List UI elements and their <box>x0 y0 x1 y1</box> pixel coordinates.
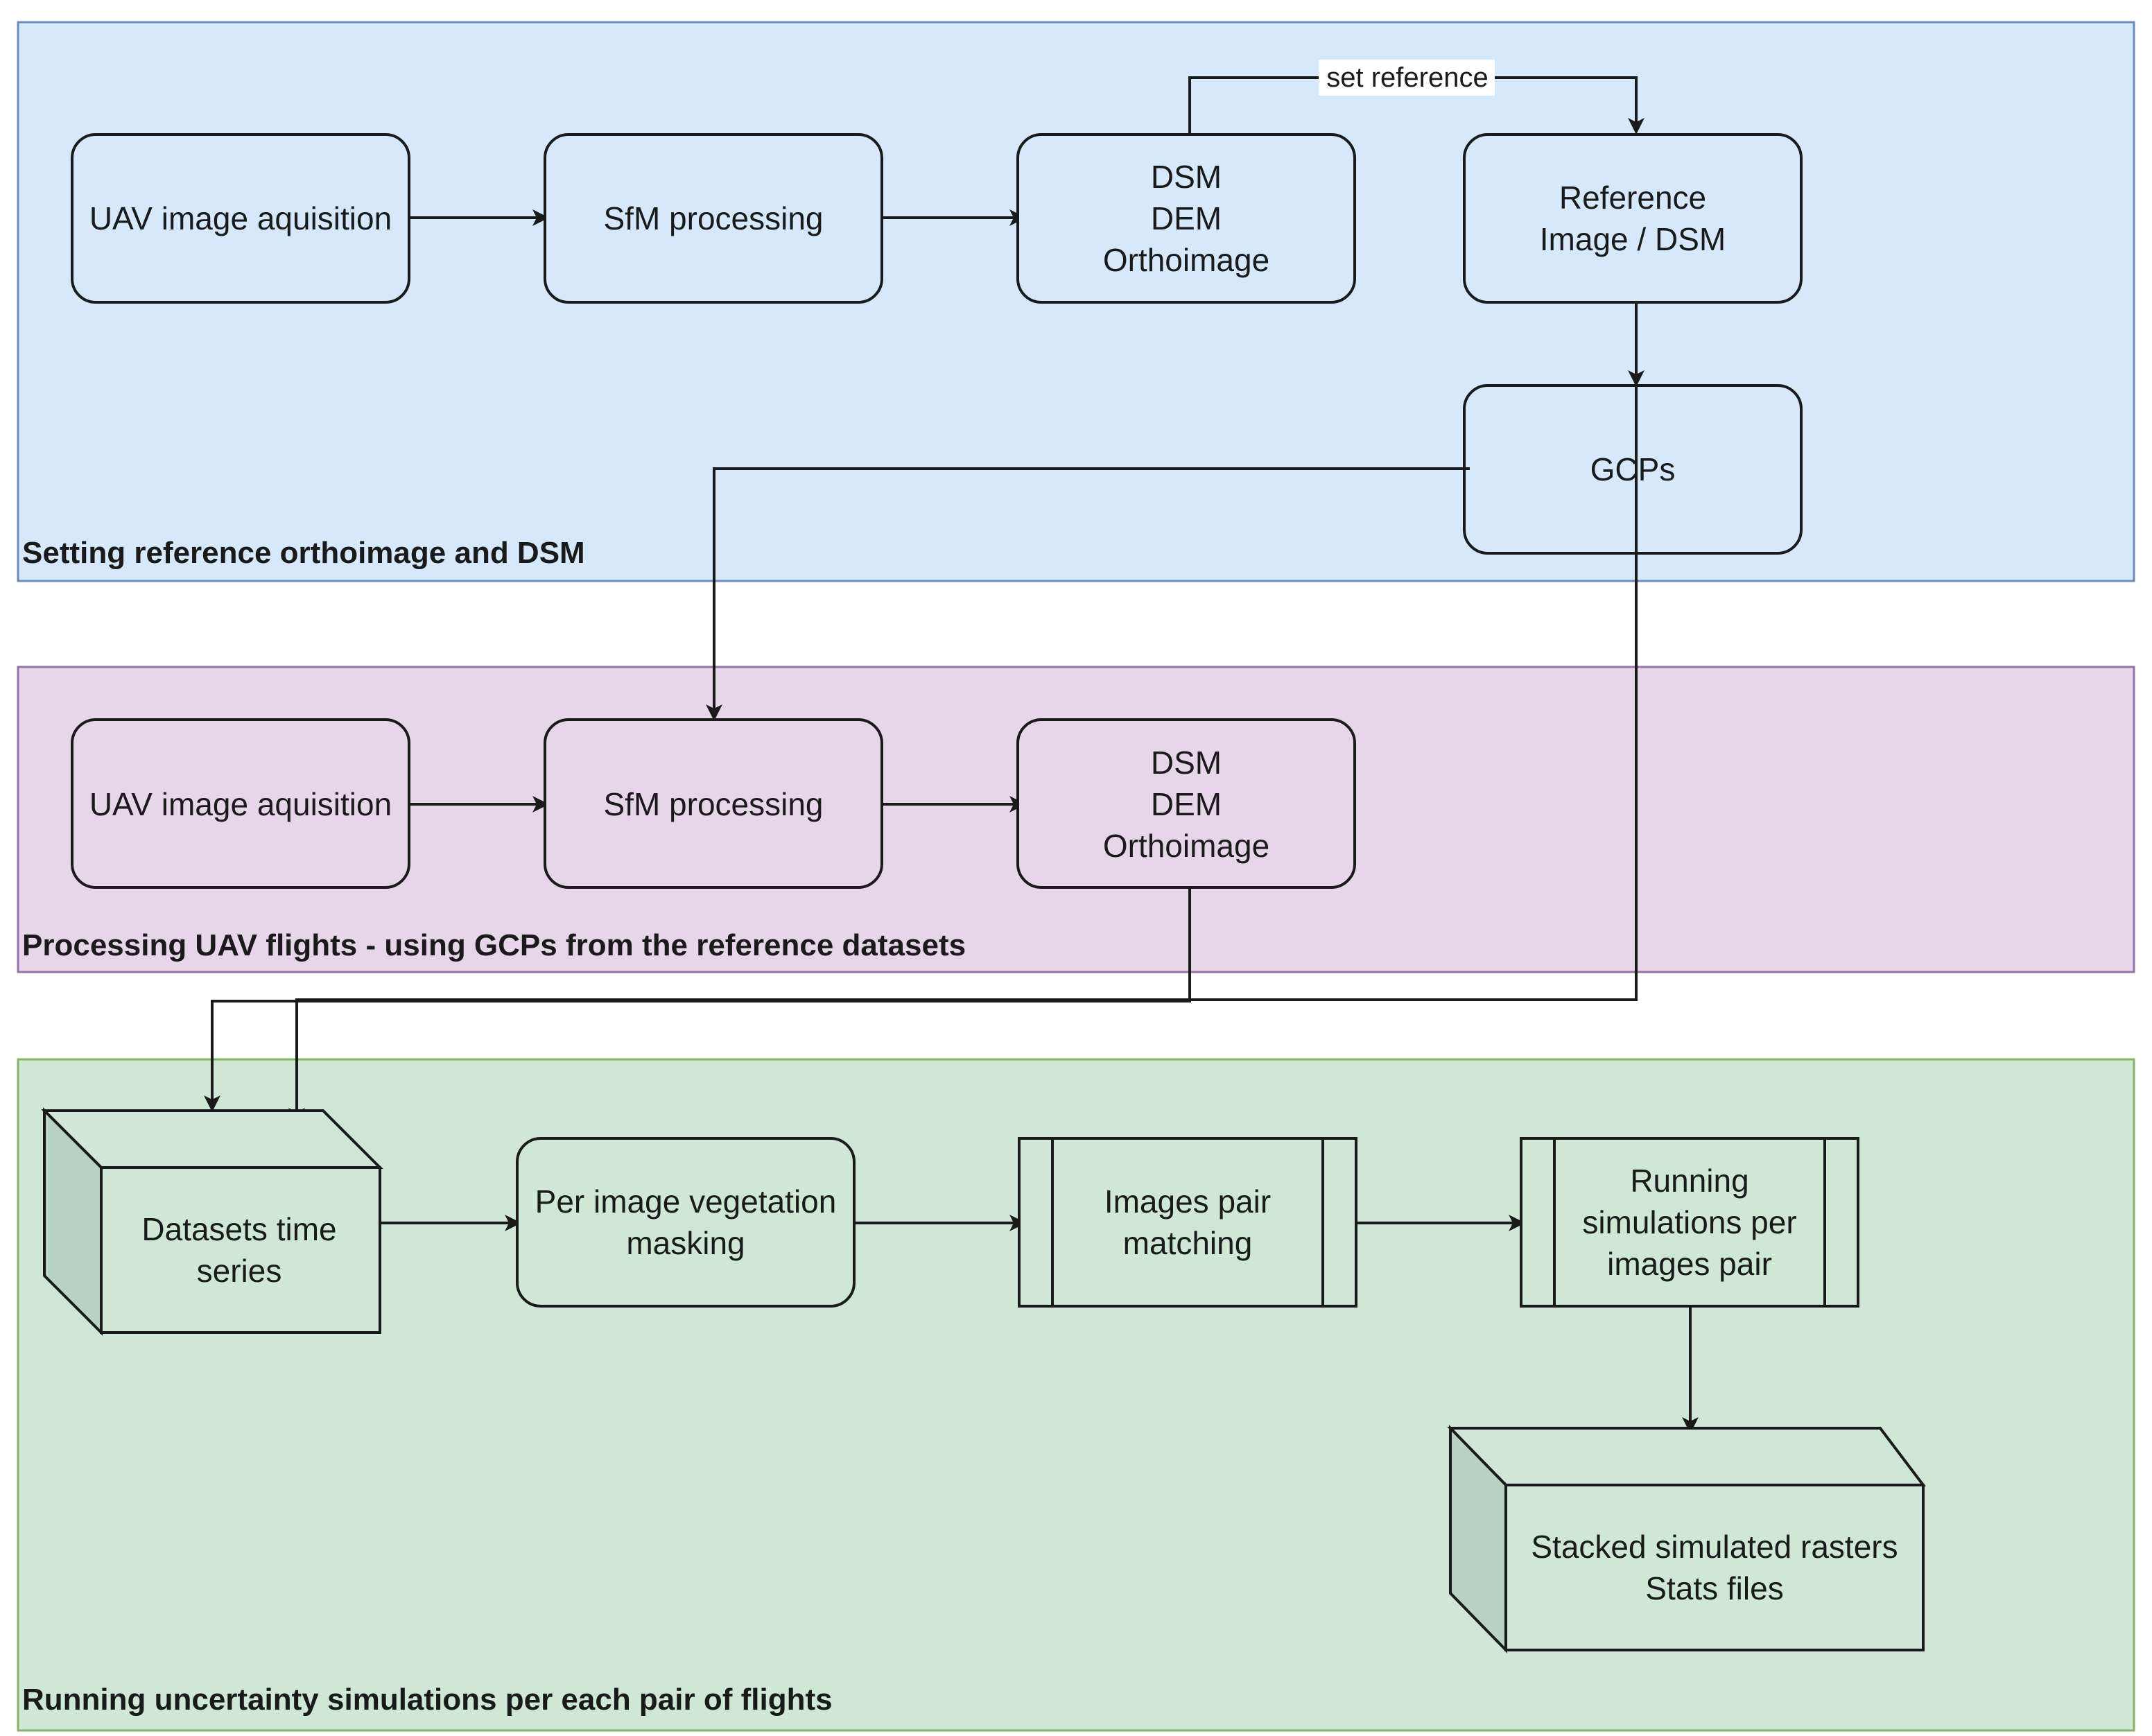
edge-label-set-reference: set reference <box>1319 60 1495 96</box>
arrowhead-reference-gcps <box>1628 370 1645 387</box>
edge-gcps-sfm2 <box>713 467 1470 718</box>
node-label-line: simulations per <box>1582 1204 1796 1240</box>
node-label: DSM DEM Orthoimage <box>1103 159 1269 278</box>
node-products-1: DSM DEM Orthoimage <box>1016 133 1356 304</box>
node-box <box>71 133 410 304</box>
node-label-line: images pair <box>1607 1246 1772 1282</box>
node-running-simulations: Running simulations per images pair <box>1520 1137 1859 1308</box>
arrowhead-gcps-sfm2 <box>706 704 722 721</box>
node-uav-acquisition-2: UAV image aquisition <box>71 718 410 889</box>
node-box <box>71 718 410 889</box>
panel-reference-title: Setting reference orthoimage and DSM <box>22 536 585 570</box>
node-box <box>1520 1137 1859 1308</box>
cube-top <box>1447 1427 1927 1486</box>
panel-simulation-title: Running uncertainty simulations per each… <box>22 1683 833 1717</box>
node-box <box>1018 1137 1357 1308</box>
cube-front <box>100 1166 381 1334</box>
node-pair-matching: Images pair matching <box>1018 1137 1357 1308</box>
node-label: SfM processing <box>603 200 823 236</box>
node-gcps: GCPs <box>1463 384 1803 555</box>
node-label-line: DEM <box>1151 200 1222 236</box>
node-box <box>544 133 883 304</box>
panel-processing-title: Processing UAV flights - using GCPs from… <box>22 928 966 962</box>
node-label: Datasets time series <box>141 1211 336 1289</box>
node-box <box>1016 133 1356 304</box>
node-vegetation-masking: Per image vegetation masking <box>516 1137 856 1308</box>
node-label: UAV image aquisition <box>89 786 392 822</box>
node-label: GCPs <box>1590 451 1676 487</box>
node-box <box>516 1137 856 1308</box>
node-label-line: Running <box>1630 1163 1748 1199</box>
arrowhead-products2-timeseries <box>204 1095 220 1112</box>
edge-products2-timeseries <box>211 889 1191 1108</box>
node-label: Images pair matching <box>1104 1183 1271 1261</box>
arrowhead-set-reference <box>1628 118 1645 134</box>
node-label-line: DSM <box>1151 159 1222 195</box>
arrowhead-acq1-sfm1 <box>532 209 549 226</box>
node-label-line: SfM processing <box>603 786 823 822</box>
node-label-line: SfM processing <box>603 200 823 236</box>
node-label: Per image vegetation masking <box>535 1183 837 1261</box>
node-label: DSM DEM Orthoimage <box>1103 745 1269 864</box>
edge-label-text: set reference <box>1326 62 1488 93</box>
node-label-line: Datasets time <box>141 1211 336 1247</box>
cube-front <box>1504 1484 1925 1651</box>
node-label-line: Orthoimage <box>1103 242 1269 278</box>
node-label-line: Image / DSM <box>1540 221 1726 257</box>
edge-label-bg <box>1319 60 1495 96</box>
arrowhead-timeseries-vegmask <box>505 1215 521 1231</box>
node-box <box>1463 133 1803 304</box>
node-sfm-processing-2: SfM processing <box>544 718 883 889</box>
node-label-line: series <box>197 1253 282 1289</box>
node-label: UAV image aquisition <box>89 200 392 236</box>
node-label-line: Orthoimage <box>1103 828 1269 864</box>
node-label-line: Stacked simulated rasters <box>1531 1529 1898 1565</box>
node-label-line: Reference <box>1559 180 1706 216</box>
node-label-line: DEM <box>1151 786 1222 822</box>
node-label-line: masking <box>626 1225 745 1261</box>
node-box <box>544 718 883 889</box>
arrowhead-pairmatch-simulations <box>1509 1215 1525 1231</box>
node-label-line: DSM <box>1151 745 1222 781</box>
node-label-line: UAV image aquisition <box>89 200 392 236</box>
node-uav-acquisition-1: UAV image aquisition <box>71 133 410 304</box>
cube-top <box>41 1109 383 1169</box>
node-box <box>1463 384 1803 555</box>
node-box <box>1016 718 1356 889</box>
node-time-series: Datasets time series <box>41 1107 383 1336</box>
node-label-line: matching <box>1123 1225 1253 1261</box>
node-label-line: Stats files <box>1645 1570 1783 1606</box>
arrowhead-simulations-outputs <box>1682 1417 1699 1434</box>
node-sfm-processing-1: SfM processing <box>544 133 883 304</box>
node-label-line: Images pair <box>1104 1183 1271 1219</box>
node-label: Running simulations per images pair <box>1582 1163 1796 1282</box>
node-label-line: UAV image aquisition <box>89 786 392 822</box>
node-label-line: GCPs <box>1590 451 1676 487</box>
node-label: SfM processing <box>603 786 823 822</box>
node-label-line: Per image vegetation <box>535 1183 837 1219</box>
arrowhead-acq2-sfm2 <box>532 796 549 813</box>
node-products-2: DSM DEM Orthoimage <box>1016 718 1356 889</box>
